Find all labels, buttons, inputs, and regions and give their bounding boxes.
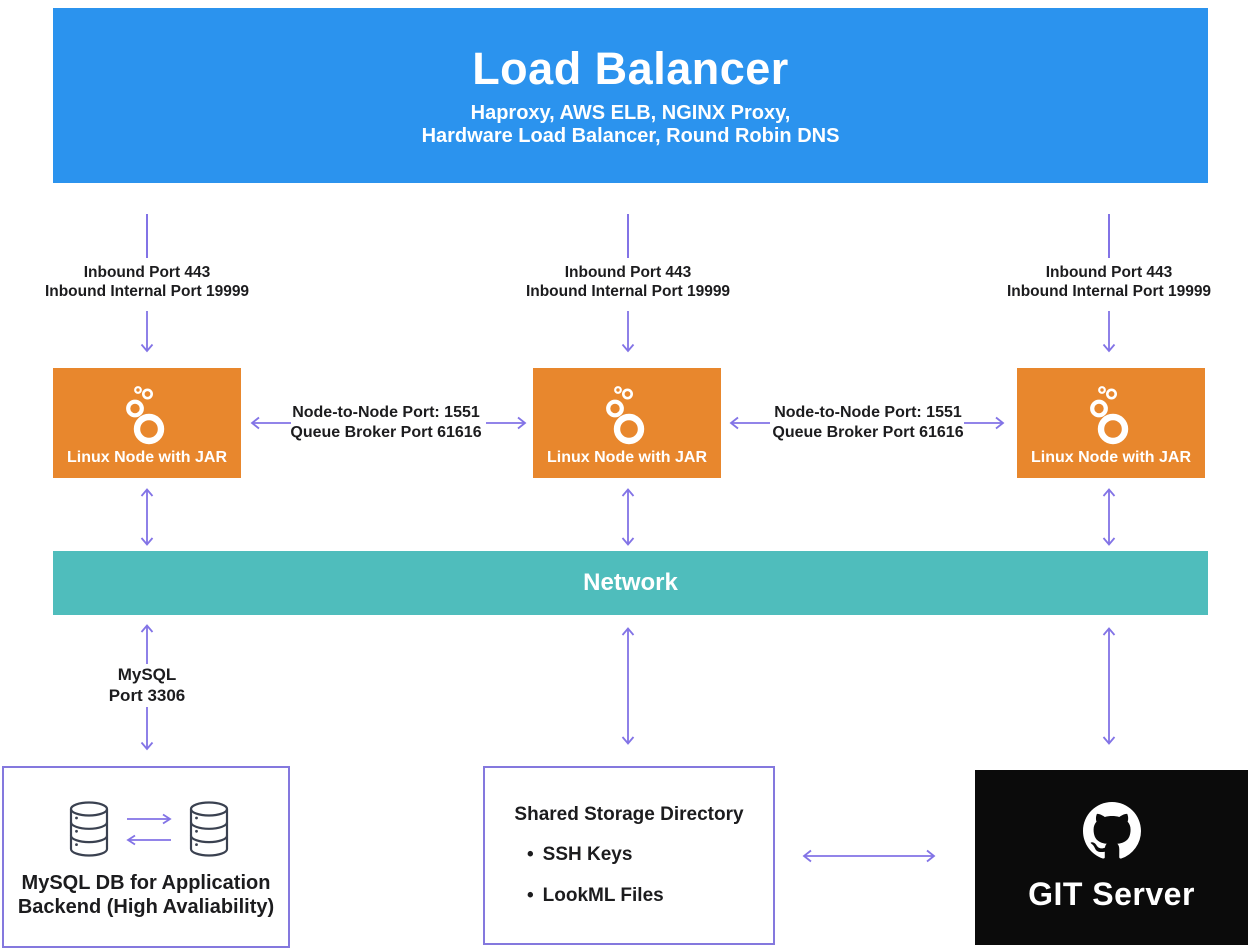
inbound-label-1: Inbound Port 443 Inbound Internal Port 1… — [7, 263, 287, 301]
internode-arrow-right-1 — [486, 416, 527, 430]
lb-to-node-line-2 — [627, 214, 629, 258]
load-balancer-box: Load Balancer Haproxy, AWS ELB, NGINX Pr… — [53, 8, 1208, 183]
inbound-label-1-line2: Inbound Internal Port 19999 — [44, 283, 250, 300]
lb-to-node-line-1 — [146, 214, 148, 258]
linux-node-box-1: Linux Node with JAR — [53, 368, 241, 478]
lb-to-node-line-3 — [1108, 214, 1110, 258]
mysql-db-label-line1: MySQL DB for Application — [21, 872, 271, 894]
node-label: Linux Node with JAR — [547, 449, 707, 466]
inbound-label-1-line1: Inbound Port 443 — [83, 264, 211, 281]
inbound-label-2-line1: Inbound Port 443 — [564, 264, 692, 281]
internode-label-2: Node-to-Node Port: 1551 Queue Broker Por… — [723, 403, 1013, 443]
internode-label-2-line2: Queue Broker Port 61616 — [772, 424, 964, 441]
internode-label-1-line1: Node-to-Node Port: 1551 — [292, 404, 480, 421]
git-server-box: GIT Server — [975, 770, 1248, 945]
internode-label-1: Node-to-Node Port: 1551 Queue Broker Por… — [241, 403, 531, 443]
load-balancer-title: Load Balancer — [472, 43, 789, 94]
database-icon-replica — [189, 801, 229, 857]
internode-arrow-left-1 — [250, 416, 291, 430]
linux-node-box-2: Linux Node with JAR — [533, 368, 721, 478]
mysql-port-label-line1: MySQL — [117, 665, 177, 684]
node-network-arrow-1 — [140, 488, 154, 546]
shared-storage-box: Shared Storage Directory • SSH Keys • Look… — [483, 766, 775, 945]
node-label: Linux Node with JAR — [67, 449, 227, 466]
storage-item-ssh-keys: • SSH Keys — [527, 844, 632, 866]
lb-to-node-arrow-1 — [140, 311, 154, 353]
bullet-icon: • — [527, 844, 534, 865]
storage-git-arrow — [802, 849, 936, 863]
mysql-db-label: MySQL DB for Application Backend (High A… — [4, 871, 288, 919]
network-label: Network — [583, 569, 678, 596]
looker-bubbles-icon — [1090, 386, 1129, 445]
load-balancer-subtitle-line2: Hardware Load Balancer, Round Robin DNS — [421, 125, 840, 147]
looker-bubbles-icon — [606, 386, 645, 445]
network-mysql-arrow-up — [140, 624, 154, 664]
internode-arrow-right-2 — [964, 416, 1005, 430]
node-label: Linux Node with JAR — [1031, 449, 1191, 466]
database-icon-primary — [69, 801, 109, 857]
internode-arrow-left-2 — [729, 416, 770, 430]
mysql-port-label-line2: Port 3306 — [108, 686, 186, 705]
network-storage-arrow — [621, 627, 635, 745]
replication-arrow-right — [127, 813, 172, 825]
network-bar: Network — [53, 551, 1208, 615]
lb-to-node-arrow-2 — [621, 311, 635, 353]
looker-bubbles-icon — [126, 386, 165, 445]
bullet-icon: • — [527, 885, 534, 906]
node-network-arrow-2 — [621, 488, 635, 546]
mysql-db-box: MySQL DB for Application Backend (High A… — [2, 766, 290, 948]
inbound-label-3-line1: Inbound Port 443 — [1045, 264, 1173, 281]
mysql-port-label: MySQL Port 3306 — [67, 664, 227, 706]
github-octocat-icon — [1082, 802, 1141, 859]
replication-arrow-left — [126, 834, 171, 846]
shared-storage-title: Shared Storage Directory — [514, 804, 744, 825]
load-balancer-subtitle-line1: Haproxy, AWS ELB, NGINX Proxy, — [470, 102, 791, 124]
linux-node-box-3: Linux Node with JAR — [1017, 368, 1205, 478]
internode-label-1-line2: Queue Broker Port 61616 — [290, 424, 482, 441]
mysql-db-label-line2: Backend (High Avaliability) — [17, 896, 275, 918]
network-mysql-arrow-down — [140, 707, 154, 751]
inbound-label-2: Inbound Port 443 Inbound Internal Port 1… — [488, 263, 768, 301]
internode-label-2-line1: Node-to-Node Port: 1551 — [774, 404, 962, 421]
node-network-arrow-3 — [1102, 488, 1116, 546]
git-server-label: GIT Server — [1028, 876, 1195, 912]
inbound-label-3: Inbound Port 443 Inbound Internal Port 1… — [969, 263, 1249, 301]
storage-item-lookml-files-label: LookML Files — [542, 885, 664, 906]
storage-item-ssh-keys-label: SSH Keys — [542, 844, 633, 865]
inbound-label-3-line2: Inbound Internal Port 19999 — [1006, 283, 1212, 300]
storage-item-lookml-files: • LookML Files — [527, 885, 664, 907]
load-balancer-subtitle: Haproxy, AWS ELB, NGINX Proxy, Hardware … — [422, 102, 840, 148]
inbound-label-2-line2: Inbound Internal Port 19999 — [525, 283, 731, 300]
network-git-arrow — [1102, 627, 1116, 745]
lb-to-node-arrow-3 — [1102, 311, 1116, 353]
